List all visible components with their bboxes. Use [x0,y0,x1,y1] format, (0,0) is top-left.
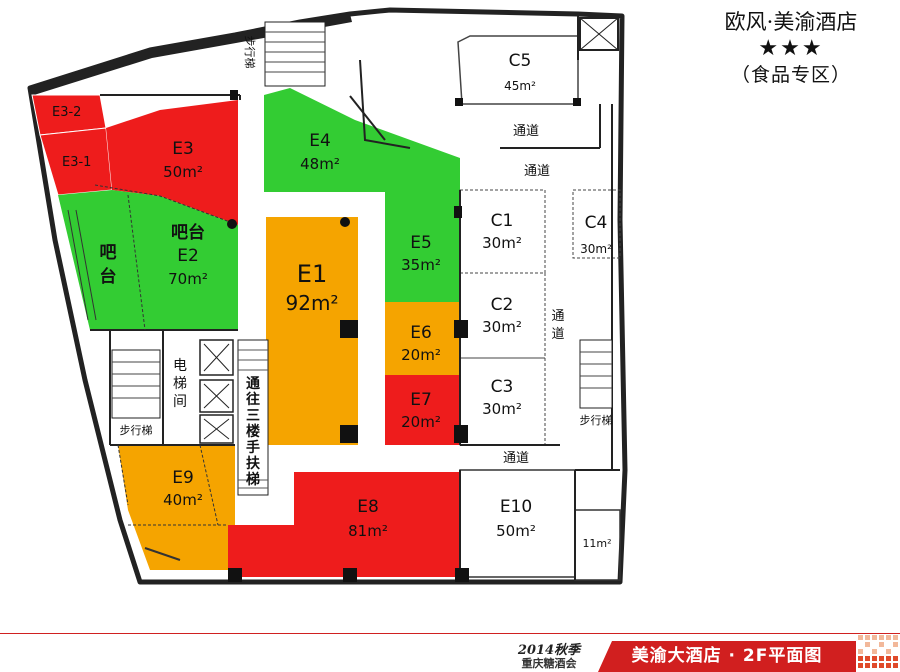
area-c3: 30m² [482,400,522,418]
area-e7: 20m² [401,413,441,431]
area-e2: 70m² [168,270,208,288]
interior-walls [90,14,620,580]
label-corridor-top: 通道 [513,124,539,139]
area-e9: 40m² [163,491,203,509]
booth-c4[interactable] [572,189,621,259]
label-c1: C1 [491,211,514,231]
star-rating: ★★★ [758,36,824,61]
event-name: 重庆糖酒会 [521,657,577,670]
area-e6: 20m² [401,346,441,364]
elevator-block [199,339,234,444]
booth-e9[interactable] [118,445,235,570]
footer-rule [0,633,900,634]
floor-plan-map: E3-2 E3-1 E3 50m² 吧台 E2 70m² E4 48m² E1 … [27,7,628,585]
label-e3: E3 [172,139,194,159]
event-year: 2014秋季 [517,643,581,658]
label-c5: C5 [509,51,532,71]
footer-banner: 美渝大酒店 · 2F平面图 [598,641,856,672]
label-e6: E6 [410,323,432,343]
booth-c5[interactable] [457,35,579,105]
booth-e6[interactable] [385,302,460,375]
area-e8: 81m² [348,522,388,540]
label-e10: E10 [500,497,532,517]
area-c2: 30m² [482,318,522,336]
stairs-right [579,339,613,409]
title-block: 欧风·美渝酒店 ★★★ （食品专区） [696,8,886,88]
label-e7: E7 [410,390,432,410]
label-corridor-right: 通道 [551,309,564,342]
booth-e5[interactable] [385,190,460,302]
area-c4: 30m² [580,242,612,256]
label-e9: E9 [172,468,194,488]
label-elevator-room: 电梯间 [173,358,187,410]
zone-label: （食品专区） [730,64,851,86]
booth-e4[interactable] [264,88,460,192]
label-e4: E4 [309,131,331,151]
label-e8: E8 [357,497,379,517]
label-e2-prefix: 吧台 [171,222,205,243]
label-escalator: 通往三楼手扶梯 [246,376,261,488]
label-corridor-mid: 通道 [524,164,550,179]
area-11: 11m² [582,537,611,550]
pixel-ornament [858,635,898,668]
area-e1: 92m² [286,291,339,315]
label-e3-2: E3-2 [52,105,81,120]
label-stairs-top: 步行梯 [243,36,256,69]
area-e5: 35m² [401,256,441,274]
booth-e3[interactable] [106,100,238,225]
stairs-left [111,349,161,419]
area-e3: 50m² [163,163,203,181]
label-e1: E1 [297,260,327,288]
label-c2: C2 [491,295,514,315]
area-e4: 48m² [300,155,340,173]
label-c4: C4 [585,213,608,233]
area-c1: 30m² [482,234,522,252]
booth-e8[interactable] [228,472,460,577]
label-c3: C3 [491,377,514,397]
label-stairs-left: 步行梯 [120,424,153,437]
booth-e7[interactable] [385,375,460,445]
hotel-name: 欧风·美渝酒店 [724,10,858,34]
escalator-stripes [237,339,269,496]
label-bar-left: 吧台 [100,243,117,287]
label-e3-1: E3-1 [62,155,91,170]
label-stairs-right: 步行梯 [580,414,613,427]
label-e2: E2 [177,246,199,266]
label-e5: E5 [410,233,432,253]
area-c5: 45m² [504,79,536,93]
label-corridor-bottom: 通道 [503,451,529,466]
stairs-top [264,21,326,87]
columns [227,90,581,582]
area-e10: 50m² [496,522,536,540]
footer: 2014秋季 重庆糖酒会 美渝大酒店 · 2F平面图 [0,631,900,672]
booth-e2[interactable] [58,190,238,330]
